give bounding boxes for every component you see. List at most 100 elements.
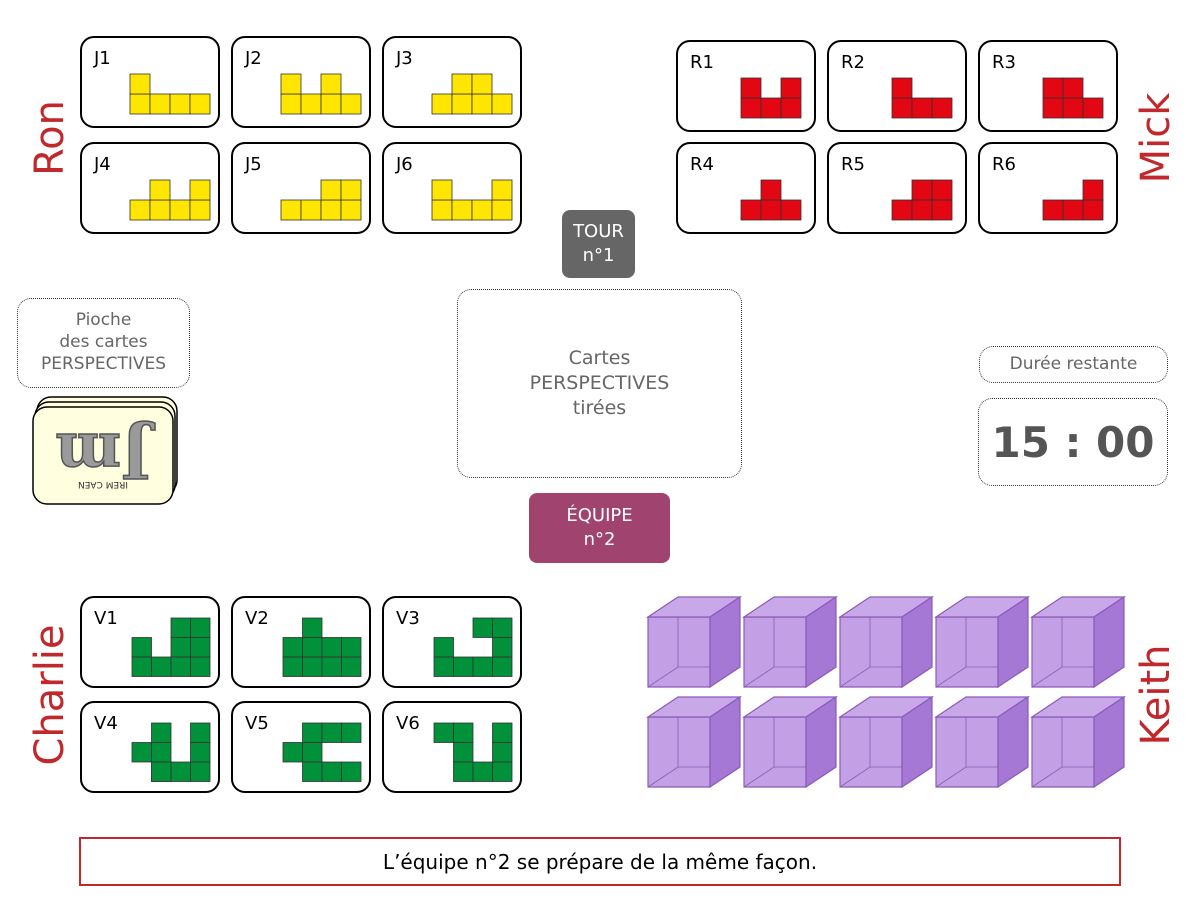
equipe-line2: n°2 <box>583 529 616 550</box>
piece-shape <box>1042 179 1104 221</box>
piece-square <box>131 742 152 763</box>
card-v2[interactable]: V2 <box>231 596 371 688</box>
card-j6[interactable]: J6 <box>382 142 522 234</box>
piece-square <box>149 199 171 221</box>
piece-square <box>431 179 453 201</box>
piece-square <box>320 179 342 201</box>
piece-square <box>911 179 933 201</box>
card-r4[interactable]: R4 <box>676 142 816 234</box>
piece-square <box>760 179 782 201</box>
timer-display: 15 : 00 <box>978 398 1168 486</box>
piece-square <box>190 722 211 743</box>
piece-shape <box>433 617 513 677</box>
card-label: V2 <box>245 608 269 629</box>
card-j2[interactable]: J2 <box>231 36 371 128</box>
piece-square <box>453 761 474 782</box>
card-r1[interactable]: R1 <box>676 40 816 132</box>
piece-shape <box>282 722 362 782</box>
purple-cube <box>646 595 742 689</box>
player-name-charlie: Charlie <box>27 624 73 766</box>
piece-square <box>131 656 152 677</box>
piece-square <box>1062 97 1084 119</box>
card-label: J6 <box>396 154 413 175</box>
piece-square <box>129 73 151 95</box>
card-v4[interactable]: V4 <box>80 701 220 793</box>
piece-square <box>740 97 762 119</box>
card-r3[interactable]: R3 <box>978 40 1118 132</box>
card-j5[interactable]: J5 <box>231 142 371 234</box>
piece-square <box>169 93 191 115</box>
card-label: V5 <box>245 713 269 734</box>
piece-shape <box>891 179 953 221</box>
card-v6[interactable]: V6 <box>382 701 522 793</box>
piece-square <box>190 761 211 782</box>
piece-square <box>472 761 493 782</box>
piece-square <box>149 93 171 115</box>
card-r6[interactable]: R6 <box>978 142 1118 234</box>
piece-square <box>740 77 762 99</box>
piece-shape <box>129 179 211 221</box>
piece-square <box>321 637 342 658</box>
card-label: J1 <box>94 48 111 69</box>
piece-square <box>492 656 513 677</box>
piece-square <box>149 179 171 201</box>
piece-square <box>320 73 342 95</box>
piece-square <box>891 199 913 221</box>
card-j4[interactable]: J4 <box>80 142 220 234</box>
piece-square <box>471 73 493 95</box>
equipe-badge: ÉQUIPE n°2 <box>529 493 670 563</box>
piece-square <box>451 73 473 95</box>
card-r5[interactable]: R5 <box>827 142 967 234</box>
card-j1[interactable]: J1 <box>80 36 220 128</box>
card-v1[interactable]: V1 <box>80 596 220 688</box>
piece-square <box>321 656 342 677</box>
piece-square <box>931 199 953 221</box>
drawn-cards-area[interactable]: Cartes PERSPECTIVES tirées <box>457 289 742 478</box>
piece-square <box>170 637 191 658</box>
piece-square <box>190 656 211 677</box>
piece-square <box>129 199 151 221</box>
piece-square <box>341 656 362 677</box>
player-name-mick: Mick <box>1133 92 1179 184</box>
piece-shape <box>280 73 362 115</box>
piece-square <box>302 637 323 658</box>
piece-square <box>491 199 513 221</box>
piece-square <box>321 722 342 743</box>
piece-square <box>471 199 493 221</box>
piece-square <box>1042 97 1064 119</box>
piece-shape <box>740 77 802 119</box>
tour-line1: TOUR <box>573 221 624 242</box>
piece-square <box>321 761 342 782</box>
piece-square <box>340 199 362 221</box>
card-v3[interactable]: V3 <box>382 596 522 688</box>
piece-square <box>431 199 453 221</box>
card-j3[interactable]: J3 <box>382 36 522 128</box>
card-v5[interactable]: V5 <box>231 701 371 793</box>
piece-square <box>472 656 493 677</box>
jm-logo-card-stack-icon[interactable]: Jm IREM CAEN <box>25 392 185 512</box>
piece-shape <box>131 617 211 677</box>
piece-square <box>300 93 322 115</box>
piece-square <box>151 722 172 743</box>
piece-shape <box>280 179 362 221</box>
piece-square <box>190 742 211 763</box>
card-label: R5 <box>841 154 865 175</box>
purple-cube <box>1030 695 1126 789</box>
jm-logo-icon: Jm IREM CAEN <box>55 418 156 493</box>
piece-square <box>1082 199 1104 221</box>
piece-square <box>491 179 513 201</box>
piece-square <box>320 199 342 221</box>
piece-square <box>492 742 513 763</box>
piece-square <box>302 617 323 638</box>
piece-square <box>431 93 453 115</box>
piece-square <box>302 656 323 677</box>
piece-square <box>280 93 302 115</box>
equipe-line1: ÉQUIPE <box>566 505 633 526</box>
piece-square <box>151 742 172 763</box>
card-label: V6 <box>396 713 420 734</box>
piece-square <box>190 617 211 638</box>
tour-badge: TOUR n°1 <box>562 210 635 278</box>
piece-square <box>1082 97 1104 119</box>
card-r2[interactable]: R2 <box>827 40 967 132</box>
pioche-line3: PERSPECTIVES <box>40 354 167 374</box>
